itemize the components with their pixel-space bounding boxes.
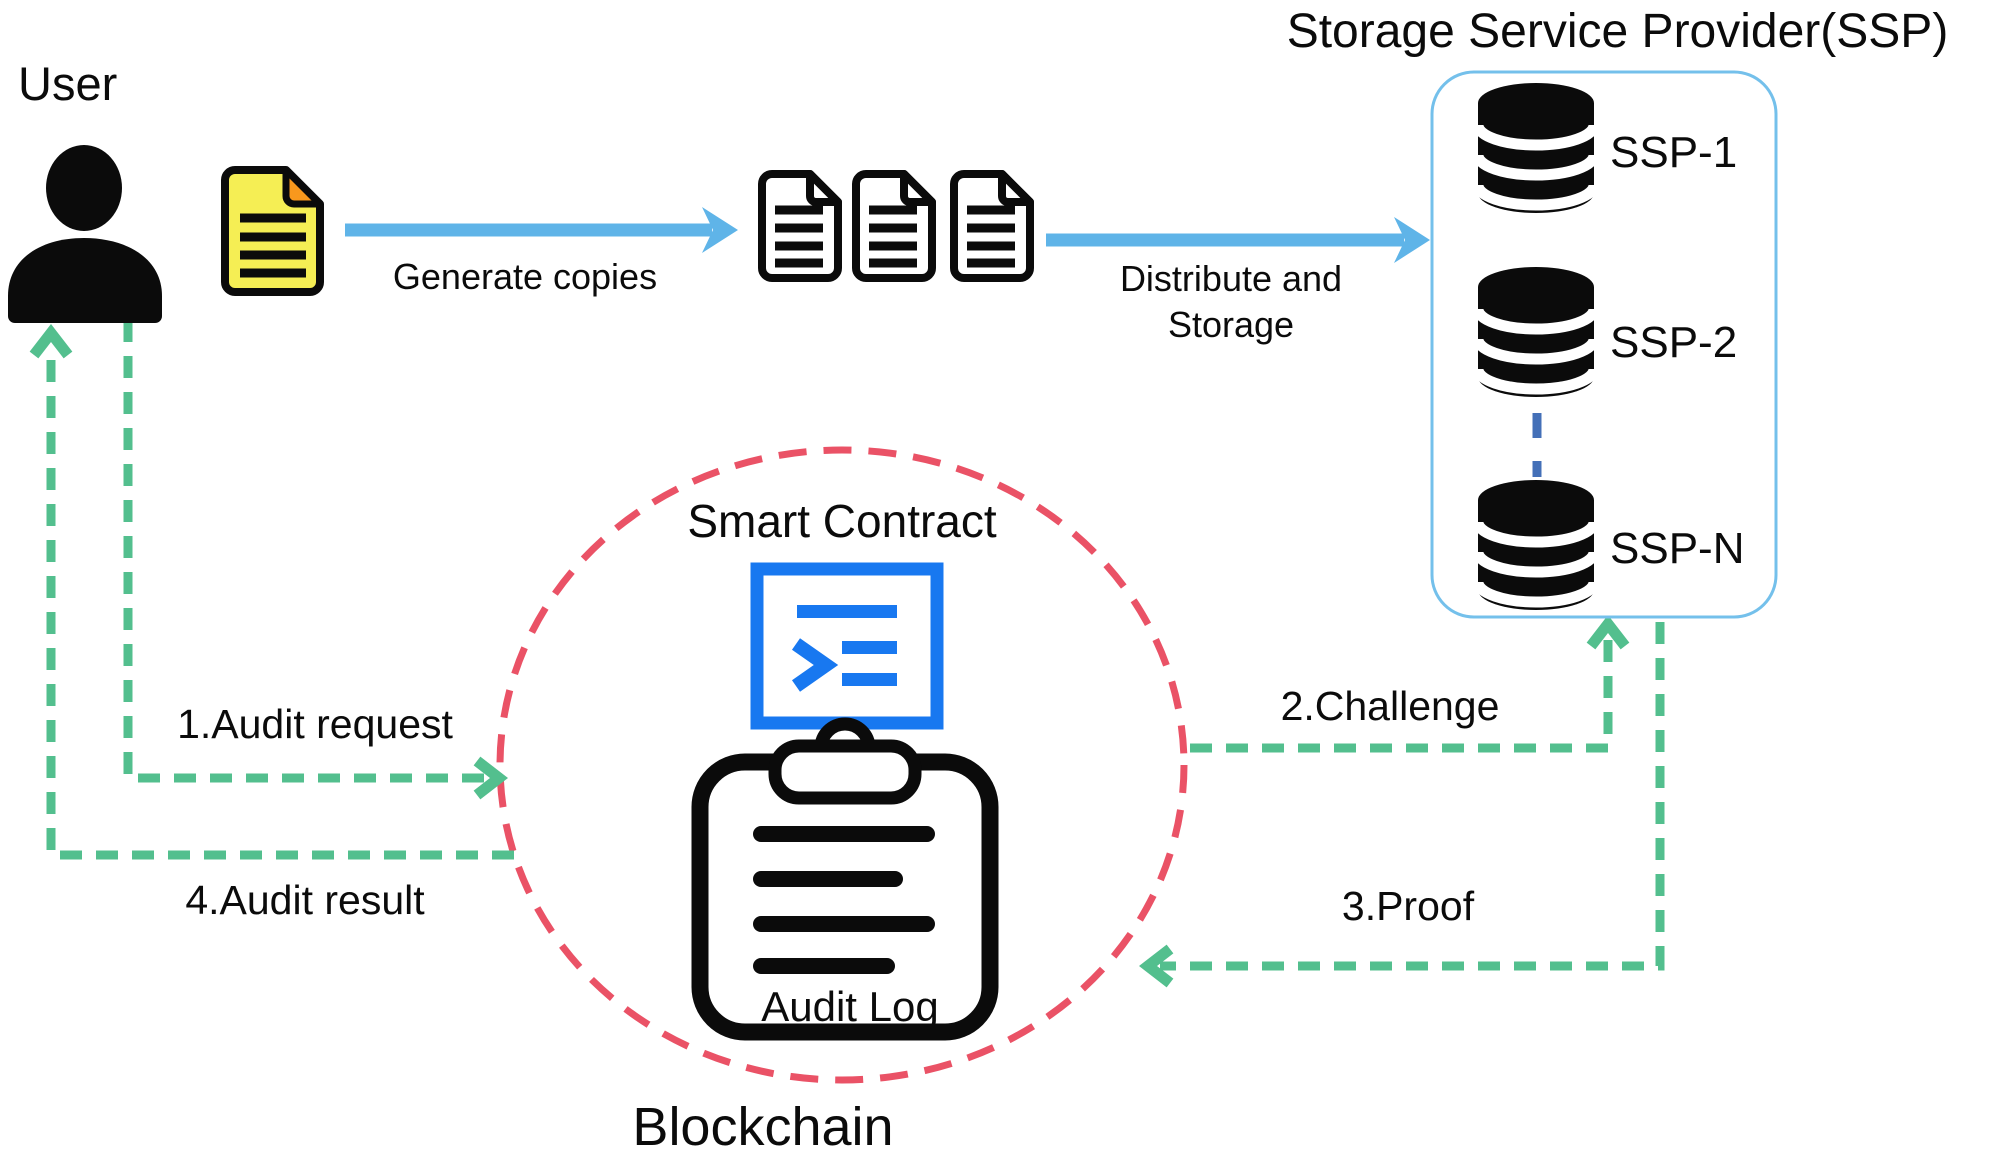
distribute-storage-arrow <box>1046 217 1430 263</box>
audit-result-label: 4.Audit result <box>185 877 425 923</box>
user-label: User <box>18 57 118 110</box>
distribute-storage-label: Distribute and Storage <box>1119 258 1343 346</box>
audit-result-arrow <box>29 324 514 860</box>
audit-log-label: Audit Log <box>761 983 939 1030</box>
ssp1-database-icon <box>1478 83 1594 213</box>
ssp-title: Storage Service Provider(SSP) <box>1286 5 1949 58</box>
sspn-label: SSP-N <box>1610 524 1745 573</box>
blockchain-boundary-circle <box>496 446 1188 1084</box>
smart-contract-label: Smart Contract <box>687 495 997 547</box>
ssp1-label: SSP-1 <box>1610 128 1738 177</box>
blockchain-label: Blockchain <box>632 1097 894 1157</box>
proof-label: 3.Proof <box>1341 883 1475 929</box>
audit-log-clipboard-icon <box>691 717 999 1041</box>
sspn-database-icon <box>1478 480 1594 610</box>
generate-copies-arrow <box>345 207 738 253</box>
ssp2-label: SSP-2 <box>1610 318 1738 367</box>
user-icon <box>8 145 162 323</box>
smart-contract-icon <box>750 562 944 730</box>
generate-copies-label: Generate copies <box>392 256 658 297</box>
ssp2-database-icon <box>1478 267 1594 397</box>
source-document-icon <box>221 166 324 296</box>
challenge-arrow <box>1190 615 1630 753</box>
proof-arrow <box>1139 622 1665 988</box>
audit-request-arrow <box>123 320 508 800</box>
audit-request-label: 1.Audit request <box>177 701 453 747</box>
document-copies-icon <box>762 174 1030 278</box>
challenge-label: 2.Challenge <box>1280 683 1500 729</box>
